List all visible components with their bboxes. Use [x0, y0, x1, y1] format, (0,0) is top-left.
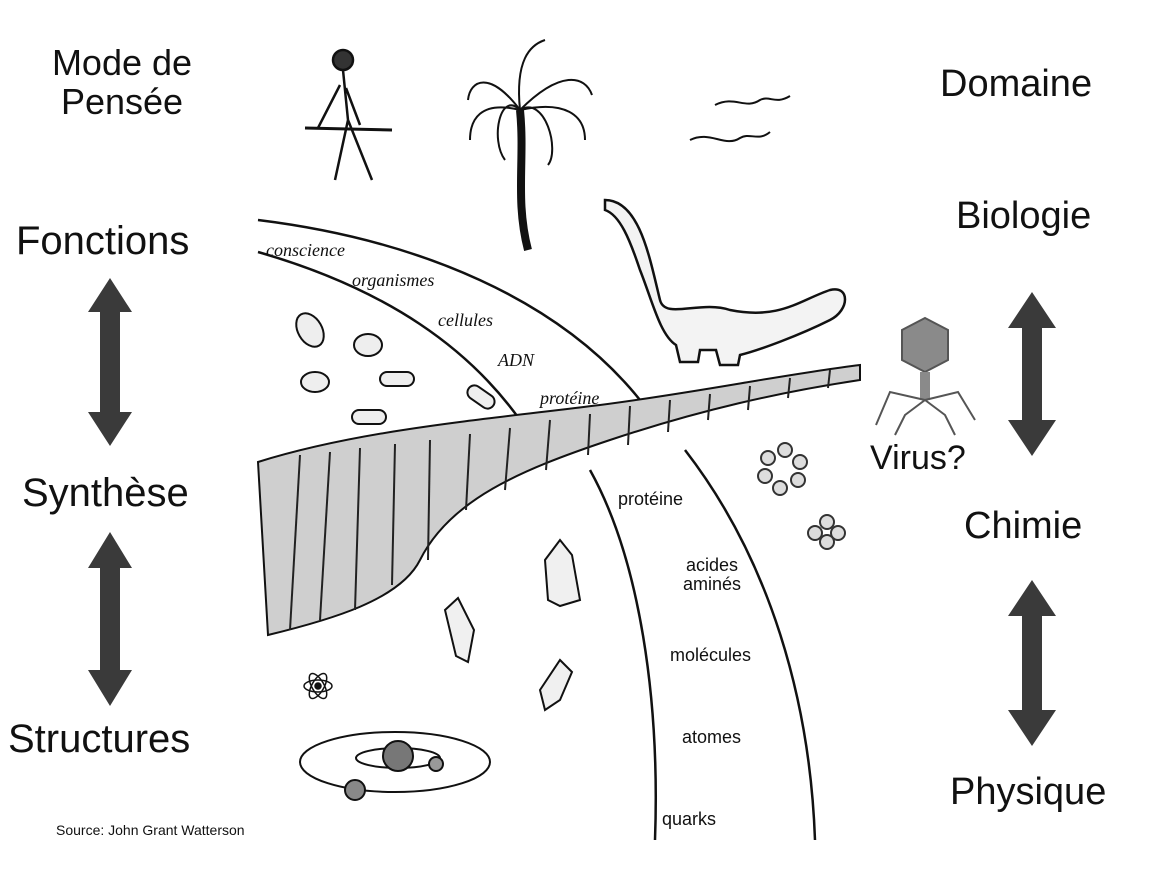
double-arrow-fonctions-synthese	[88, 278, 132, 446]
label-structures: Structures	[8, 717, 191, 761]
label-synthese: Synthèse	[22, 471, 189, 515]
layer-label-atomes: atomes	[682, 727, 742, 747]
lower-layer-curve-1	[588, 469, 657, 841]
layer-label-quarks: quarks	[662, 809, 717, 829]
rock-crust	[256, 363, 861, 637]
double-arrow-synthese-structures	[88, 532, 132, 706]
label-chimie: Chimie	[964, 505, 1083, 547]
layer-label-organismes: organismes	[352, 270, 435, 290]
planetary-system	[299, 731, 491, 801]
birds	[689, 95, 791, 143]
upper-layer-curve-2	[257, 250, 522, 421]
right-header: Domaine	[940, 63, 1093, 105]
double-arrow-biologie-chimie	[1008, 292, 1056, 456]
source-credit: Source: John Grant Watterson	[56, 822, 245, 838]
label-fonctions: Fonctions	[16, 219, 190, 263]
crystals	[443, 538, 582, 712]
label-virus: Virus?	[870, 439, 966, 477]
left-header-line1: Mode de	[51, 42, 193, 83]
layer-label-acides: acides	[685, 555, 739, 575]
left-header-line2: Pensée	[60, 80, 184, 122]
double-arrow-chimie-physique	[1008, 580, 1056, 746]
label-physique: Physique	[950, 771, 1107, 813]
palm-tree	[467, 39, 593, 252]
molecule-small	[807, 514, 846, 550]
microorganisms	[295, 312, 496, 425]
layer-label-proteine-lower: protéine	[618, 489, 684, 509]
layer-label-amines: aminés	[682, 573, 742, 594]
dinosaur	[603, 198, 847, 367]
molecule-ring	[757, 442, 808, 496]
layer-label-adn: ADN	[498, 350, 534, 370]
label-biologie: Biologie	[956, 195, 1092, 237]
left-header: Mode de Pensée	[42, 42, 202, 122]
virus-illustration	[875, 316, 976, 436]
upper-layer-curve-1	[257, 218, 641, 401]
caveman-figure	[304, 48, 393, 181]
lower-layer-curve-2	[684, 449, 817, 841]
layer-label-proteine-upper: protéine	[540, 388, 600, 408]
layer-label-cellules: cellules	[438, 310, 493, 330]
layer-label-molecules: molécules	[670, 645, 752, 665]
layer-label-conscience: conscience	[266, 240, 345, 260]
layer-label-acides-amines: acides aminés	[672, 556, 752, 594]
atom-icon	[303, 672, 333, 700]
